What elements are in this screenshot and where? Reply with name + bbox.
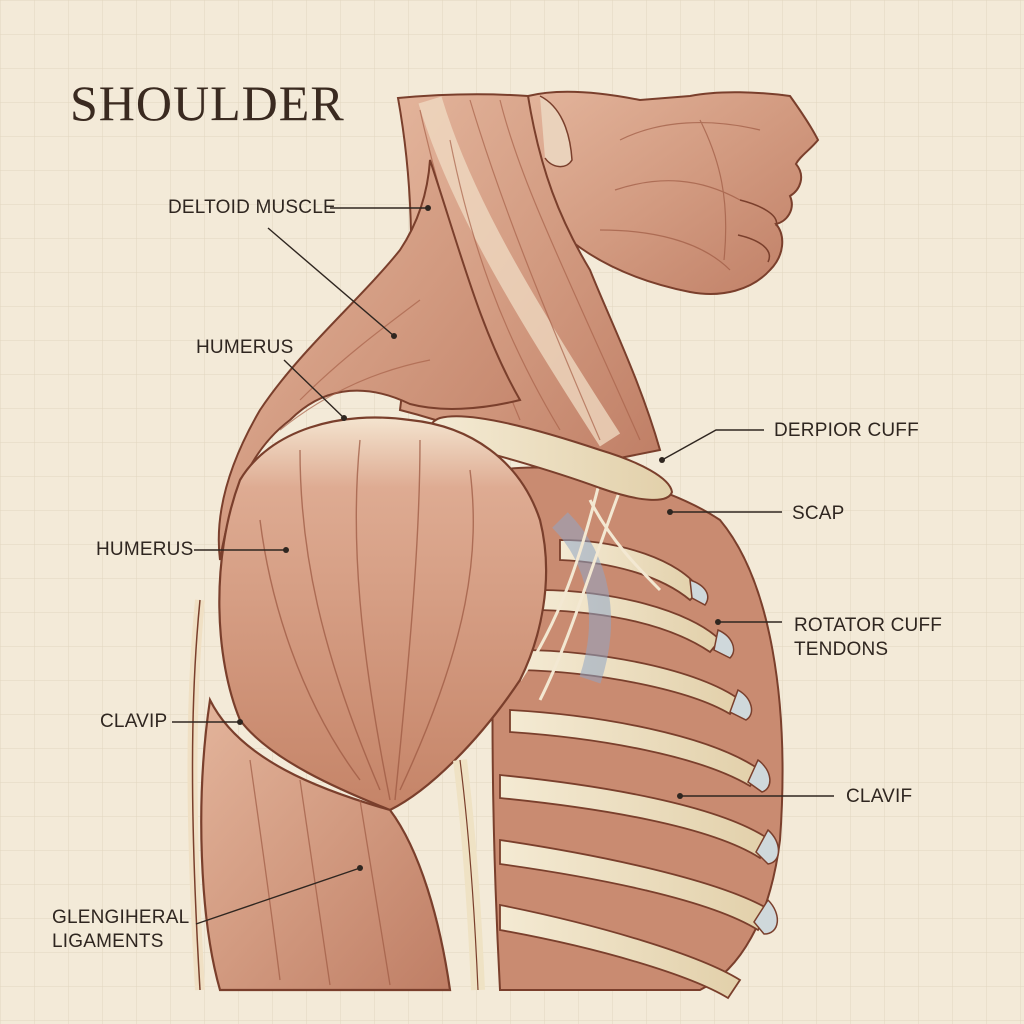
leader-derpior-cuff — [661, 429, 764, 461]
leader-glengiheral — [195, 867, 361, 925]
label-rotator-line1: ROTATOR CUFF — [794, 615, 943, 636]
diagram-title: SHOULDER — [70, 75, 345, 131]
ribcage — [491, 466, 784, 1000]
label-clavip: CLAVIP — [100, 711, 168, 732]
label-rotator-cuff-tendons: ROTATOR CUFF TENDONS — [794, 614, 942, 662]
head-face — [526, 90, 820, 295]
leader-dots — [237, 205, 721, 871]
label-deltoid-muscle: DELTOID MUSCLE — [168, 197, 336, 218]
leader-deltoid-diagonal — [267, 227, 395, 337]
label-humerus-upper: HUMERUS — [196, 337, 294, 358]
label-scap: SCAP — [792, 503, 845, 524]
label-rotator-line2: TENDONS — [794, 639, 889, 660]
label-glengiheral-line2: LIGAMENTS — [52, 931, 164, 952]
label-humerus-mid: HUMERUS — [96, 539, 194, 560]
leader-humerus-upper — [283, 359, 345, 419]
label-clavif: CLAVIF — [846, 786, 913, 807]
label-glengiheral-line1: GLENGIHERAL — [52, 907, 190, 928]
label-derpior-cuff: DERPIOR CUFF — [774, 420, 919, 441]
deltoid-arm — [187, 416, 548, 992]
leader-lines — [172, 207, 834, 925]
label-glengiheral-ligaments: GLENGIHERAL LIGAMENTS — [52, 906, 189, 954]
